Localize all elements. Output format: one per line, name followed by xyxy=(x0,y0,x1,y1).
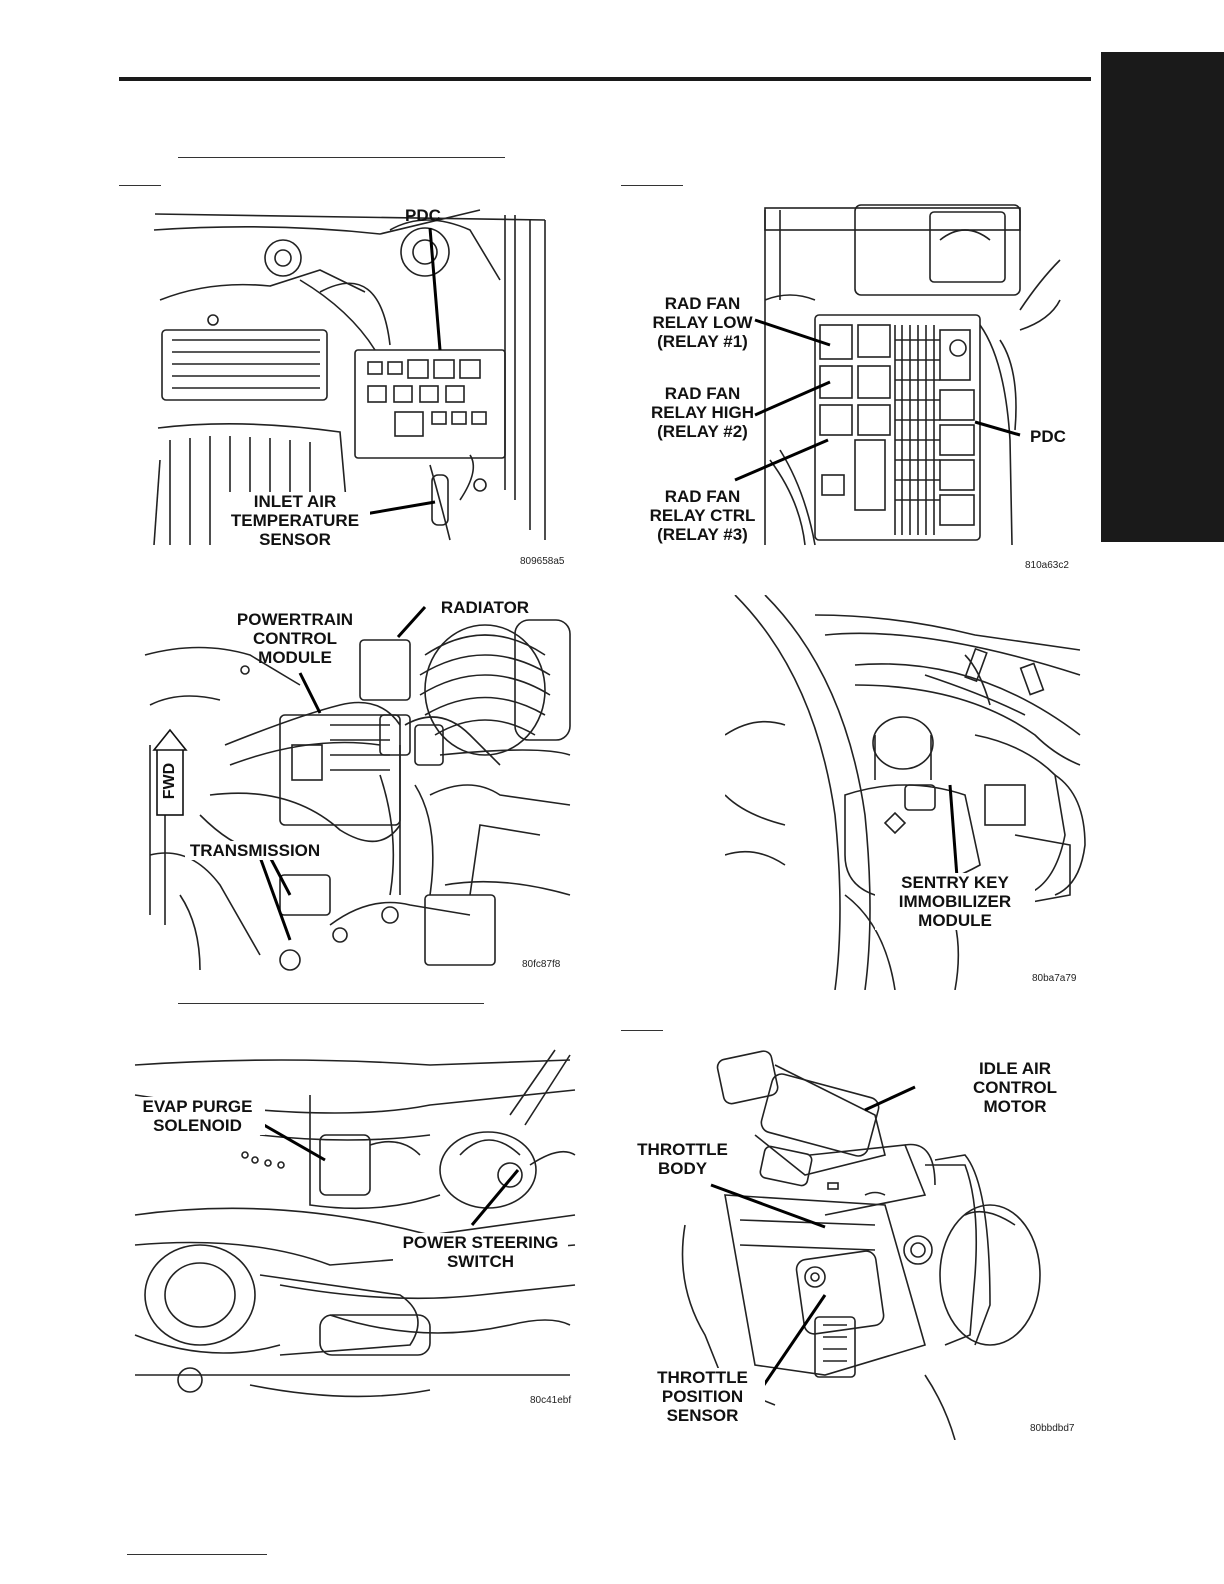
pdc-leader-2 xyxy=(974,420,1021,437)
throttle-body-label: THROTTLE BODY xyxy=(625,1140,740,1178)
fwd-arrow-body xyxy=(156,746,184,816)
pcm-leader xyxy=(298,672,322,714)
caption-rule-5 xyxy=(621,1030,663,1031)
ps-switch-label: POWER STEERING SWITCH xyxy=(393,1233,568,1271)
pdc-label: PDC xyxy=(405,206,441,225)
radiator-leader xyxy=(396,605,427,639)
skim-leader xyxy=(948,784,959,878)
figure-evap: EVAP PURGE SOLENOID POWER STEERING SWITC… xyxy=(130,1045,580,1420)
figure-throttle: IDLE AIR CONTROL MOTOR THROTTLE BODY THR… xyxy=(625,1045,1090,1440)
skim-label: SENTRY KEY IMMOBILIZER MODULE xyxy=(875,873,1035,930)
relay-high-leader xyxy=(754,380,831,417)
tps-label: THROTTLE POSITION SENSOR xyxy=(640,1368,765,1425)
pdc-relay-illustration xyxy=(734,204,1061,546)
relay-ctrl-label: RAD FAN RELAY CTRL (RELAY #3) xyxy=(649,487,756,544)
fwd-arrow-head xyxy=(152,728,188,751)
caption-rule-4 xyxy=(178,1003,484,1004)
relay-ctrl-leader xyxy=(734,438,829,482)
tps-leader xyxy=(755,1294,827,1396)
figure-id: 809658a5 xyxy=(520,556,565,567)
inlet-air-leader xyxy=(364,500,436,516)
figure-pdc-inlet-air: PDC INLET AIR TEMPERATURE SENSOR 809658a… xyxy=(150,200,570,570)
pdc-leader xyxy=(428,227,442,351)
transmission-leader-2 xyxy=(268,856,292,896)
iac-label: IDLE AIR CONTROL MOTOR xyxy=(972,1059,1058,1116)
evap-label: EVAP PURGE SOLENOID xyxy=(130,1097,265,1135)
transmission-label: TRANSMISSION xyxy=(185,841,325,860)
throttle-body-illustration xyxy=(681,1050,1041,1440)
figure-id: 80bbdbd7 xyxy=(1030,1423,1075,1434)
steering-column-illustration xyxy=(725,595,1086,990)
figure-skim: SENTRY KEY IMMOBILIZER MODULE 80ba7a79 xyxy=(725,595,1090,990)
section-tab xyxy=(1101,52,1224,542)
pdc-label-2: PDC xyxy=(1030,427,1066,446)
engine-bay-illustration xyxy=(153,209,546,546)
transmission-leader-1 xyxy=(258,856,292,941)
figure-pcm: POWERTRAIN CONTROL MODULE RADIATOR FWD T… xyxy=(140,595,575,975)
relay-low-leader xyxy=(754,318,831,347)
caption-rule-2 xyxy=(119,185,161,186)
throttle-body-leader xyxy=(710,1183,826,1229)
figure-id: 80c41ebf xyxy=(530,1395,572,1406)
fwd-label: FWD xyxy=(161,762,178,800)
pcm-label: POWERTRAIN CONTROL MODULE xyxy=(236,610,354,667)
inlet-air-sensor-label: INLET AIR TEMPERATURE SENSOR xyxy=(220,492,370,549)
caption-rule-1 xyxy=(178,157,505,158)
figure-id: 80fc87f8 xyxy=(522,959,561,970)
relay-low-label: RAD FAN RELAY LOW (RELAY #1) xyxy=(652,294,753,351)
iac-leader xyxy=(864,1085,916,1112)
figure-id: 80ba7a79 xyxy=(1032,973,1077,984)
radiator-label: RADIATOR xyxy=(440,598,530,617)
figure-id: 810a63c2 xyxy=(1025,560,1069,571)
caption-rule-3 xyxy=(621,185,683,186)
pcm-illustration xyxy=(144,605,571,971)
figure-rad-fan-relays: RAD FAN RELAY LOW (RELAY #1) RAD FAN REL… xyxy=(640,200,1090,575)
ps-switch-leader xyxy=(470,1169,520,1226)
relay-high-label: RAD FAN RELAY HIGH (RELAY #2) xyxy=(651,384,754,441)
header-rule xyxy=(119,77,1091,81)
footer-rule xyxy=(127,1554,267,1555)
